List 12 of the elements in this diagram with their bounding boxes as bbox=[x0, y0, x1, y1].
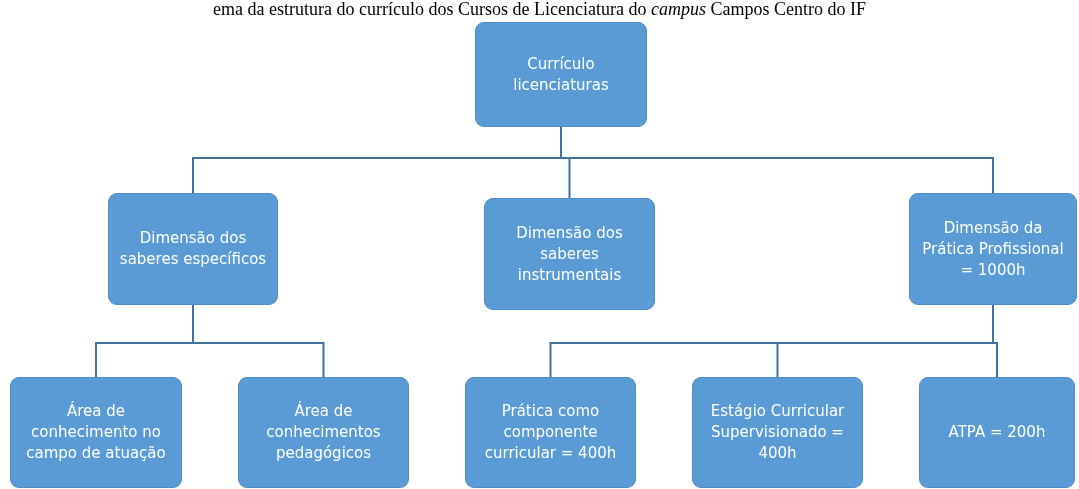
box-label: Dimensão dos saberes específicos bbox=[118, 228, 268, 270]
title: ema da estrutura do currículo dos Cursos de Licenciatura do campus Campos Centro do IF bbox=[212, 0, 867, 18]
box-label: Currículo licenciaturas bbox=[512, 53, 610, 96]
box-label: Área de conhecimento no campo de atuação bbox=[25, 401, 167, 464]
box-label: Dimensão da Prática Profissional = 1000h bbox=[921, 217, 1065, 281]
box-label: Dimensão dos saberes instrumentais bbox=[515, 222, 624, 286]
connector-line bbox=[192, 304, 325, 378]
box-label: ATPA = 200h bbox=[948, 422, 1046, 443]
box-label: Prática como componente curricular = 400h bbox=[483, 401, 618, 464]
connector-line bbox=[992, 304, 998, 378]
box-label: Área de conhecimentos pedagógicos bbox=[265, 401, 382, 464]
box-label: Estágio Curricular Supervisionado = 400h bbox=[709, 401, 846, 464]
